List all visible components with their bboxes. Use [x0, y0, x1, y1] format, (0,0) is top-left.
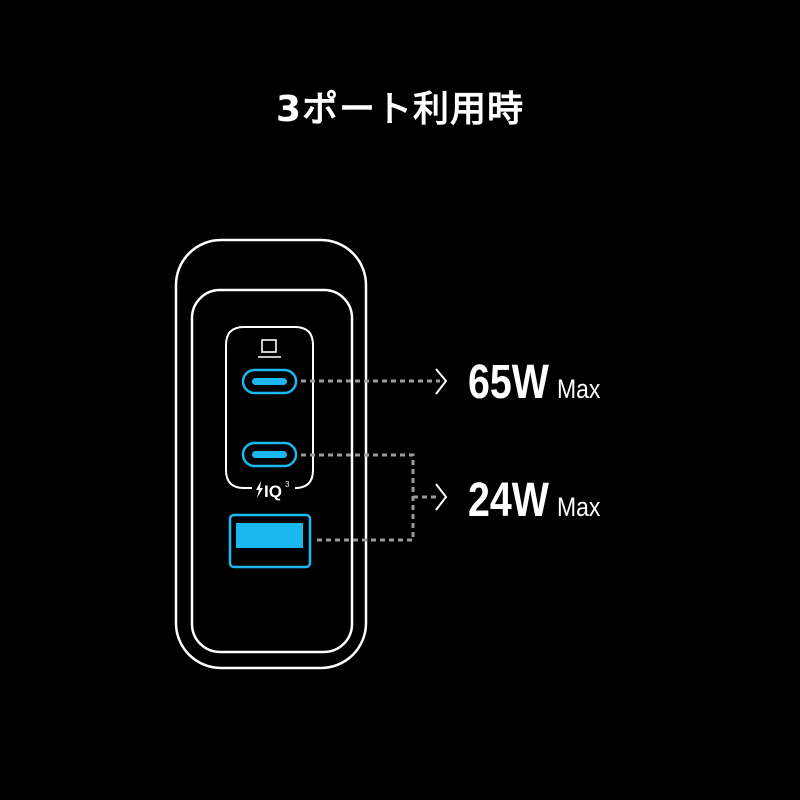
arrow-24w-icon: [435, 483, 448, 511]
port-group-outline: [225, 326, 314, 489]
page-title: 3ポート利用時: [275, 89, 525, 130]
svg-text:3: 3: [285, 480, 290, 489]
usb-c-port-2: [241, 441, 298, 468]
charger-inner-outline: [190, 288, 354, 654]
arrow-icons: [435, 368, 448, 511]
iq3-badge: IQ 3: [256, 480, 290, 501]
usb-a-port: [228, 513, 312, 569]
svg-text:IQ: IQ: [264, 482, 282, 501]
connector-lines: [301, 379, 440, 542]
laptop-icon: [258, 339, 281, 358]
usb-c-port-1: [241, 368, 298, 395]
arrow-65w-icon: [435, 368, 448, 395]
